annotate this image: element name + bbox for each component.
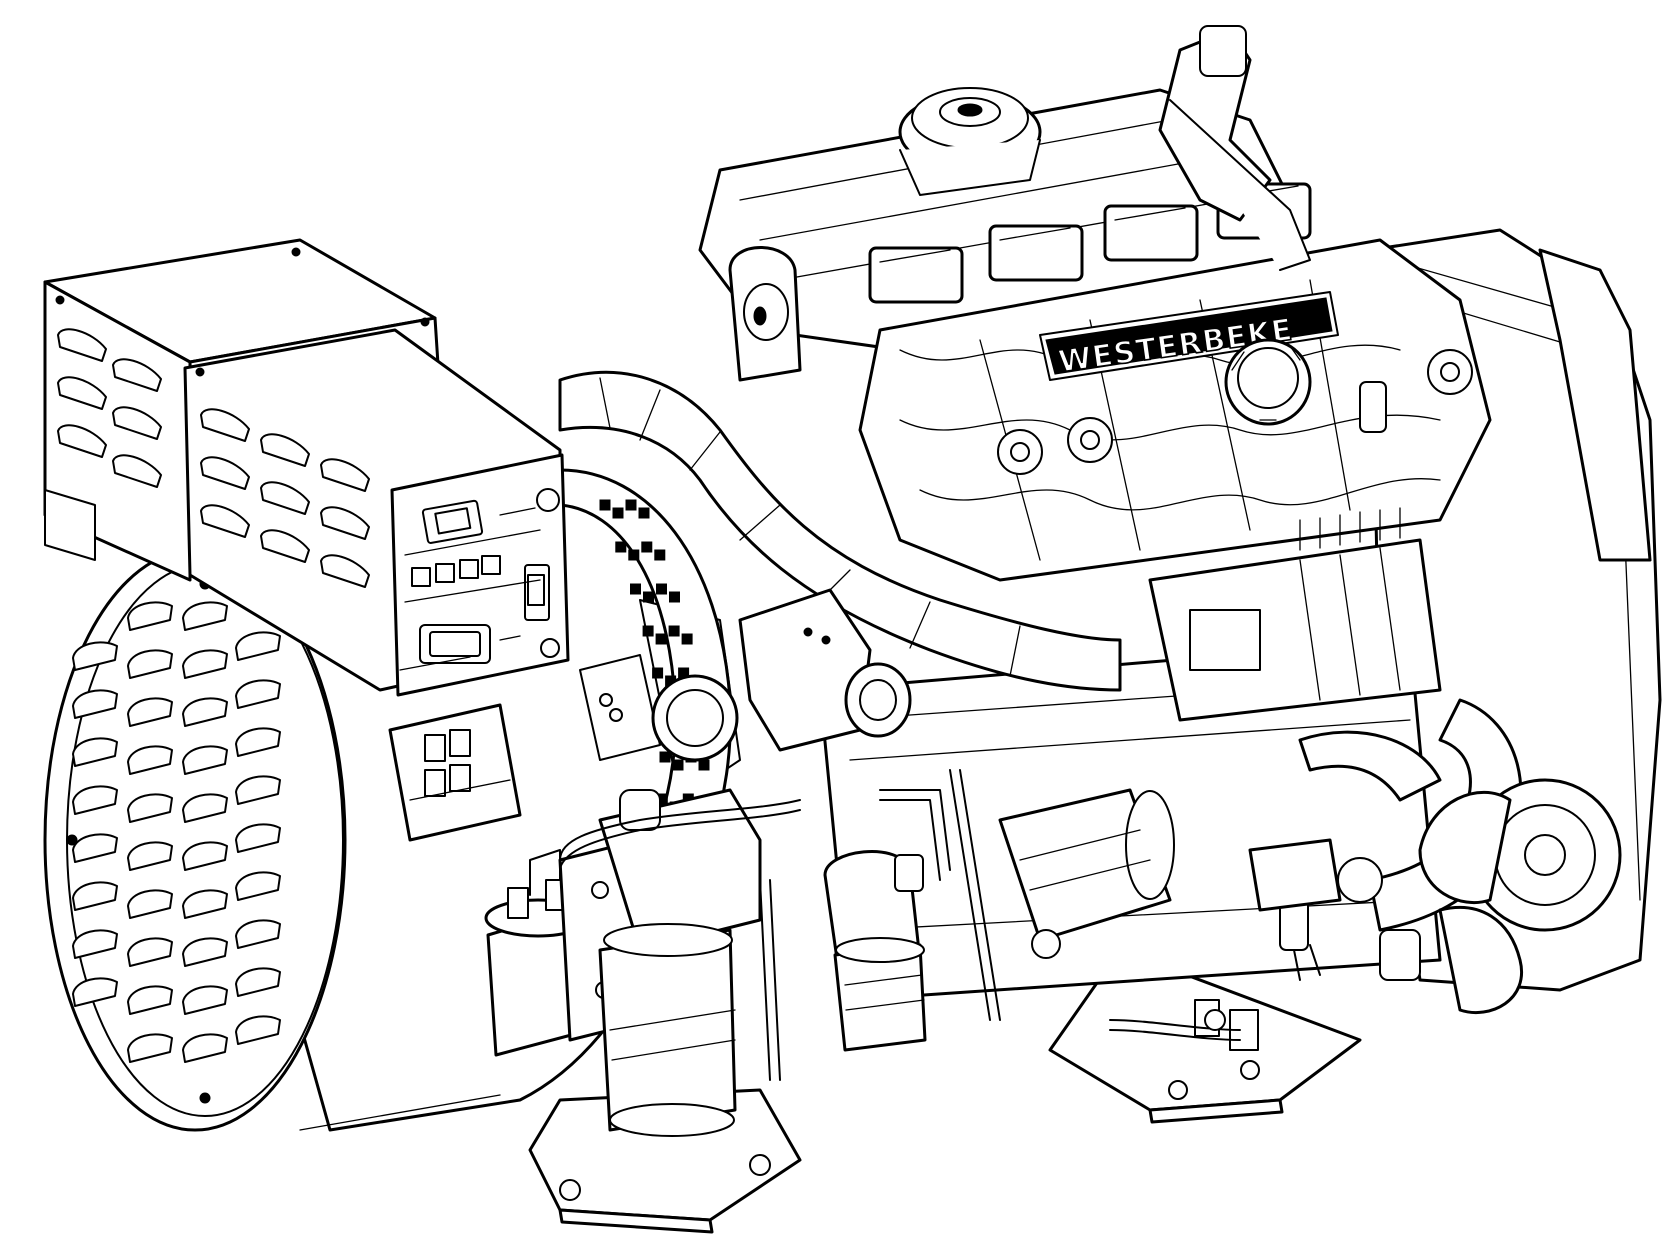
terminal-board: [390, 655, 660, 840]
louver-slot: [201, 505, 249, 537]
louver-slot: [183, 986, 227, 1014]
vent-square: [660, 752, 670, 762]
louver-slot: [183, 842, 227, 870]
exhaust-elbow: [1160, 26, 1310, 270]
valve-cover-bolts: [998, 350, 1472, 474]
louver-slot: [236, 776, 280, 804]
vent-square: [682, 634, 692, 644]
louver-slot: [73, 642, 117, 670]
louver-slot: [128, 698, 172, 726]
louver-slot: [73, 882, 117, 910]
control-panel: [392, 455, 568, 695]
louver-slot: [113, 359, 161, 391]
louver-slot: [73, 834, 117, 862]
louver-slot: [128, 1034, 172, 1062]
engine-sensors: [1032, 840, 1420, 1030]
vent-square: [644, 592, 654, 602]
vent-square: [655, 550, 665, 560]
vent-square: [642, 542, 652, 552]
louver-slot: [236, 872, 280, 900]
vent-square: [639, 508, 649, 518]
lifting-eye: [730, 248, 800, 381]
generator-end-cover: [45, 550, 345, 1130]
louver-slot: [73, 690, 117, 718]
louver-slot: [183, 602, 227, 630]
louver-slot: [236, 920, 280, 948]
vent-square: [653, 668, 663, 678]
vent-square: [626, 500, 636, 510]
coolant-hoses: [560, 372, 1522, 1012]
raw-water-pump: [653, 590, 910, 760]
vent-square: [629, 550, 639, 560]
louver-slot: [201, 457, 249, 489]
louver-slot: [73, 738, 117, 766]
louver-slot: [128, 746, 172, 774]
louver-slot: [236, 824, 280, 852]
louver-slot: [261, 434, 309, 466]
louver-slot: [128, 794, 172, 822]
louver-slot: [321, 507, 369, 539]
louver-slot: [113, 407, 161, 439]
vent-square: [699, 760, 709, 770]
starter-motor: [1000, 790, 1174, 940]
fuel-lines: [560, 770, 1240, 1080]
louver-slot: [183, 746, 227, 774]
louver-slot: [183, 1034, 227, 1062]
vent-square: [613, 508, 623, 518]
vent-square: [656, 634, 666, 644]
louver-slot: [128, 986, 172, 1014]
end-cover-louvers: [73, 602, 280, 1062]
vent-square: [673, 760, 683, 770]
louver-slot: [183, 698, 227, 726]
louver-slot: [321, 459, 369, 491]
louver-slot: [183, 650, 227, 678]
louver-slot: [183, 794, 227, 822]
louver-slot: [128, 602, 172, 630]
oil-filler-cap: [1226, 340, 1310, 424]
louver-slot: [113, 455, 161, 487]
louver-slot: [73, 978, 117, 1006]
coolant-tank: [900, 88, 1040, 195]
louver-slot: [58, 329, 106, 361]
louver-slot: [236, 1016, 280, 1044]
louver-slot: [201, 409, 249, 441]
vent-square: [616, 542, 626, 552]
control-box-louvers: [58, 329, 369, 587]
oil-pan: [1150, 508, 1440, 720]
louver-slot: [183, 938, 227, 966]
louver-slot: [236, 632, 280, 660]
louver-slot: [261, 530, 309, 562]
louver-slot: [58, 377, 106, 409]
louver-slot: [73, 930, 117, 958]
louver-slot: [128, 650, 172, 678]
alternator: [1338, 780, 1620, 930]
vent-square: [670, 592, 680, 602]
louver-slot: [128, 842, 172, 870]
louver-slot: [261, 482, 309, 514]
louver-slot: [236, 680, 280, 708]
louver-slot: [183, 890, 227, 918]
vent-square: [600, 500, 610, 510]
secondary-fuel-filter: [825, 851, 925, 1050]
vent-square: [657, 584, 667, 594]
fuel-pump-bracket: [560, 790, 760, 1136]
louver-slot: [128, 938, 172, 966]
louver-slot: [128, 890, 172, 918]
vent-square: [631, 584, 641, 594]
louver-slot: [73, 786, 117, 814]
louver-slot: [58, 425, 106, 457]
vent-square: [669, 626, 679, 636]
louver-slot: [236, 968, 280, 996]
louver-slot: [321, 555, 369, 587]
vent-square: [643, 626, 653, 636]
louver-slot: [236, 728, 280, 756]
